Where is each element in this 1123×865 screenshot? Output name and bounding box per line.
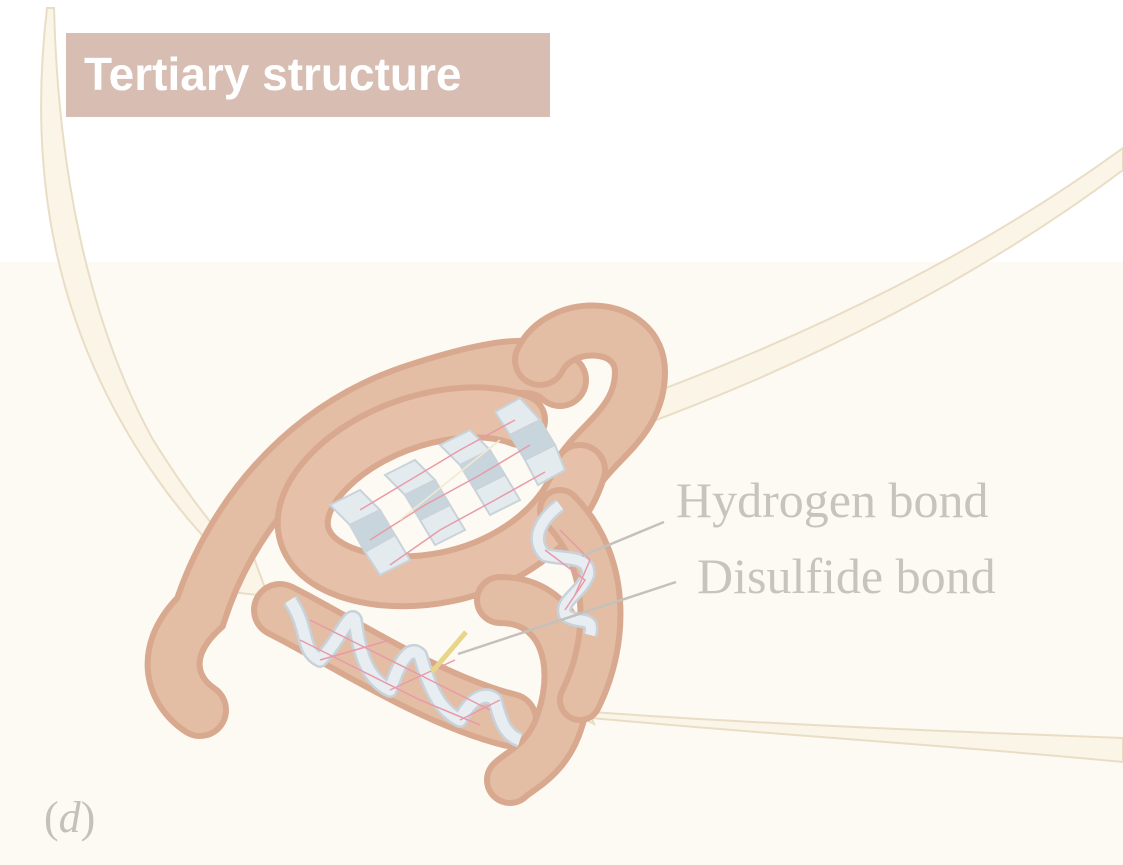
panel-letter-close: ) [81, 793, 96, 842]
disulfide-bond-label: Disulfide bond [697, 548, 996, 604]
panel-letter-open: ( [44, 793, 59, 842]
bottom-right-arrow [576, 706, 1123, 762]
diagram-title: Tertiary structure [84, 42, 462, 106]
panel-letter: (d) [44, 792, 95, 844]
top-right-curved-arrow [598, 148, 1123, 442]
panel-letter-d: d [59, 793, 81, 842]
hydrogen-bond-label: Hydrogen bond [676, 472, 988, 528]
